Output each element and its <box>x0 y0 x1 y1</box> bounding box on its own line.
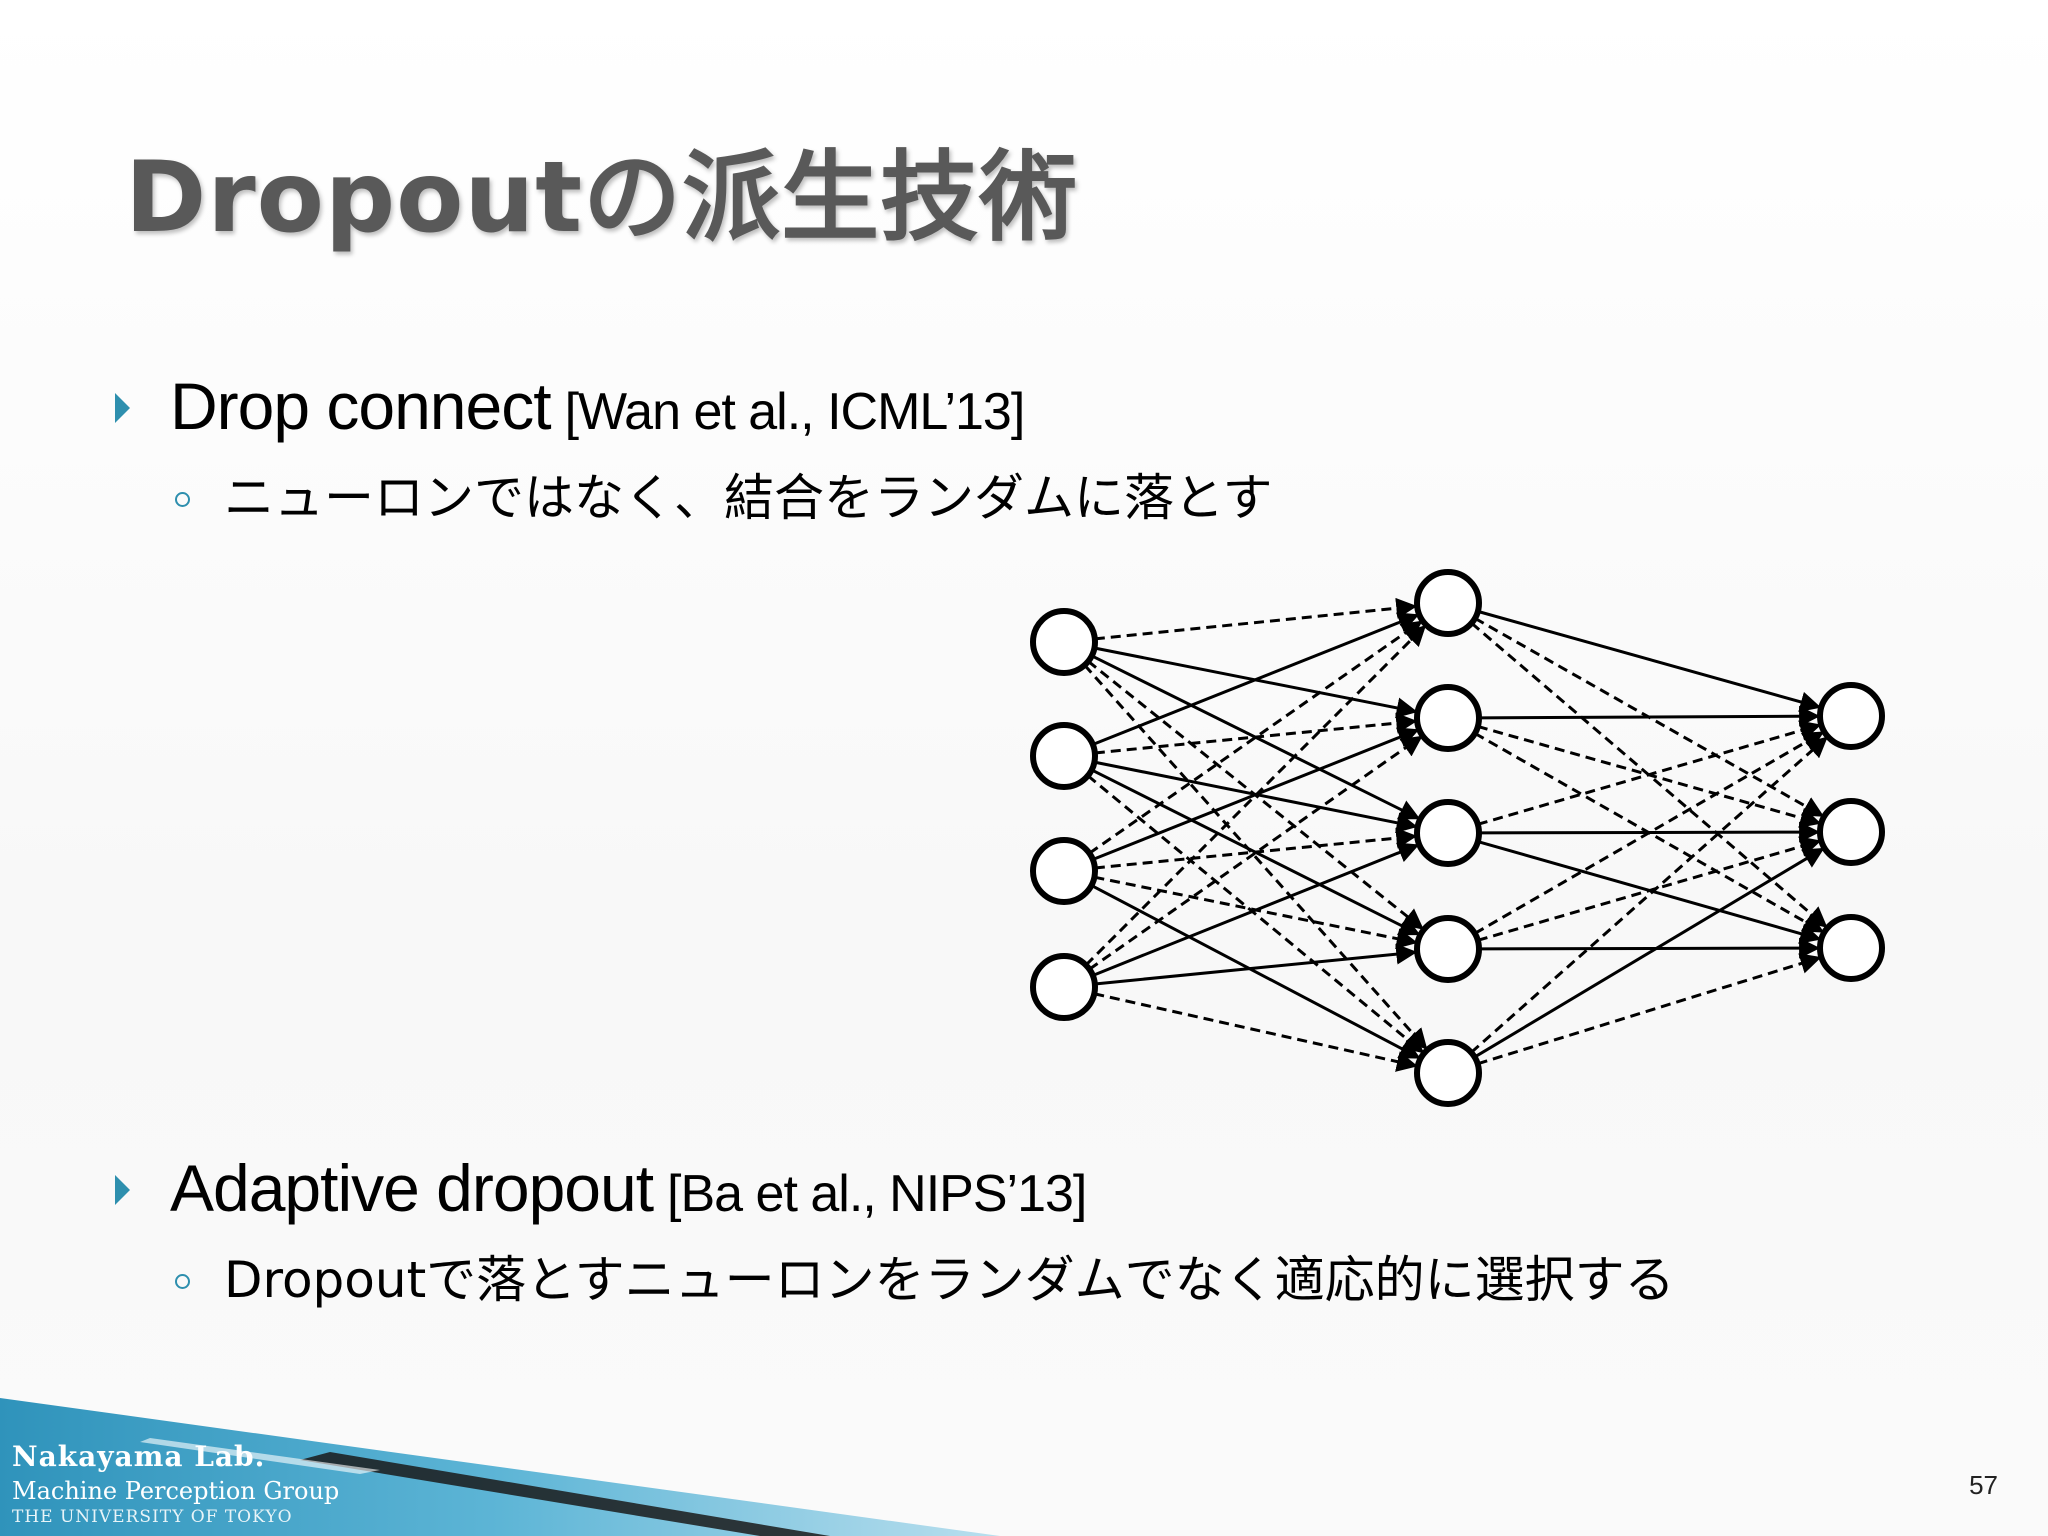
lab-group: Machine Perception Group <box>12 1477 340 1505</box>
dropped-connection <box>1477 720 1822 826</box>
sub-bullet-text: ニューロンではなく、結合をランダムに落とす <box>224 469 1273 527</box>
dropped-connection <box>1474 731 1825 935</box>
input-neuron <box>1030 608 1098 676</box>
sub-bullet-ring-icon <box>175 1274 190 1289</box>
bullet-triangle-icon <box>115 393 130 423</box>
hidden-neuron <box>1414 684 1482 752</box>
hidden-neuron <box>1414 799 1482 867</box>
bullet-triangle-icon <box>115 1175 130 1205</box>
input-neuron <box>1030 837 1098 905</box>
bullet-adaptive-dropout: Adaptive dropout [Ba et al., NIPS’13] <box>115 1150 1087 1226</box>
hidden-neuron <box>1414 915 1482 983</box>
active-connection <box>1092 727 1420 861</box>
bullet-reference: [Wan et al., ICML’13] <box>564 383 1026 441</box>
slide-title: Dropoutの派生技術 <box>125 141 1079 255</box>
input-neuron <box>1030 953 1098 1021</box>
sub-bullet-drop-connect: ニューロンではなく、結合をランダムに落とす <box>175 458 1273 530</box>
dropped-connection <box>1094 597 1418 641</box>
dropped-connection <box>1093 992 1418 1072</box>
dropped-connection <box>1094 827 1418 870</box>
page-number: 57 <box>1969 1470 1998 1500</box>
dropped-connection <box>1086 774 1425 1054</box>
sub-bullet-adaptive-dropout: Dropoutで落とすニューロンをランダムでなく適応的に選択する <box>175 1240 1675 1312</box>
sub-bullet-ring-icon <box>175 492 190 507</box>
lab-name: Nakayama Lab. <box>12 1440 266 1473</box>
active-connection <box>1092 842 1420 977</box>
active-connection <box>1090 884 1421 1059</box>
active-connection <box>1094 943 1418 986</box>
lab-university: THE UNIVERSITY OF TOKYO <box>12 1507 293 1527</box>
active-connection <box>1478 705 1821 727</box>
bullet-main-text: Drop connect <box>170 369 552 443</box>
bullet-main-text: Adaptive dropout <box>170 1151 654 1225</box>
dropped-connection <box>1094 712 1418 755</box>
hidden-neuron <box>1414 1039 1482 1107</box>
dropped-connection <box>1088 620 1423 855</box>
dropped-connection <box>1477 953 1822 1066</box>
dropped-connection <box>1083 664 1428 1050</box>
output-neuron <box>1817 682 1885 750</box>
bullet-drop-connect: Drop connect [Wan et al., ICML’13] <box>115 368 1026 444</box>
dropped-connection <box>1477 836 1822 942</box>
output-neuron <box>1817 798 1885 866</box>
sub-bullet-text: Dropoutで落とすニューロンをランダムでなく適応的に選択する <box>224 1251 1675 1309</box>
active-connection <box>1092 612 1420 746</box>
active-connection <box>1477 609 1822 713</box>
output-neuron <box>1817 914 1885 982</box>
input-neuron <box>1030 722 1098 790</box>
hidden-neuron <box>1414 569 1482 637</box>
active-connection <box>1473 847 1825 1059</box>
active-connection <box>1478 937 1821 959</box>
dropped-connection <box>1088 735 1423 971</box>
bullet-reference: [Ba et al., NIPS’13] <box>667 1165 1087 1223</box>
